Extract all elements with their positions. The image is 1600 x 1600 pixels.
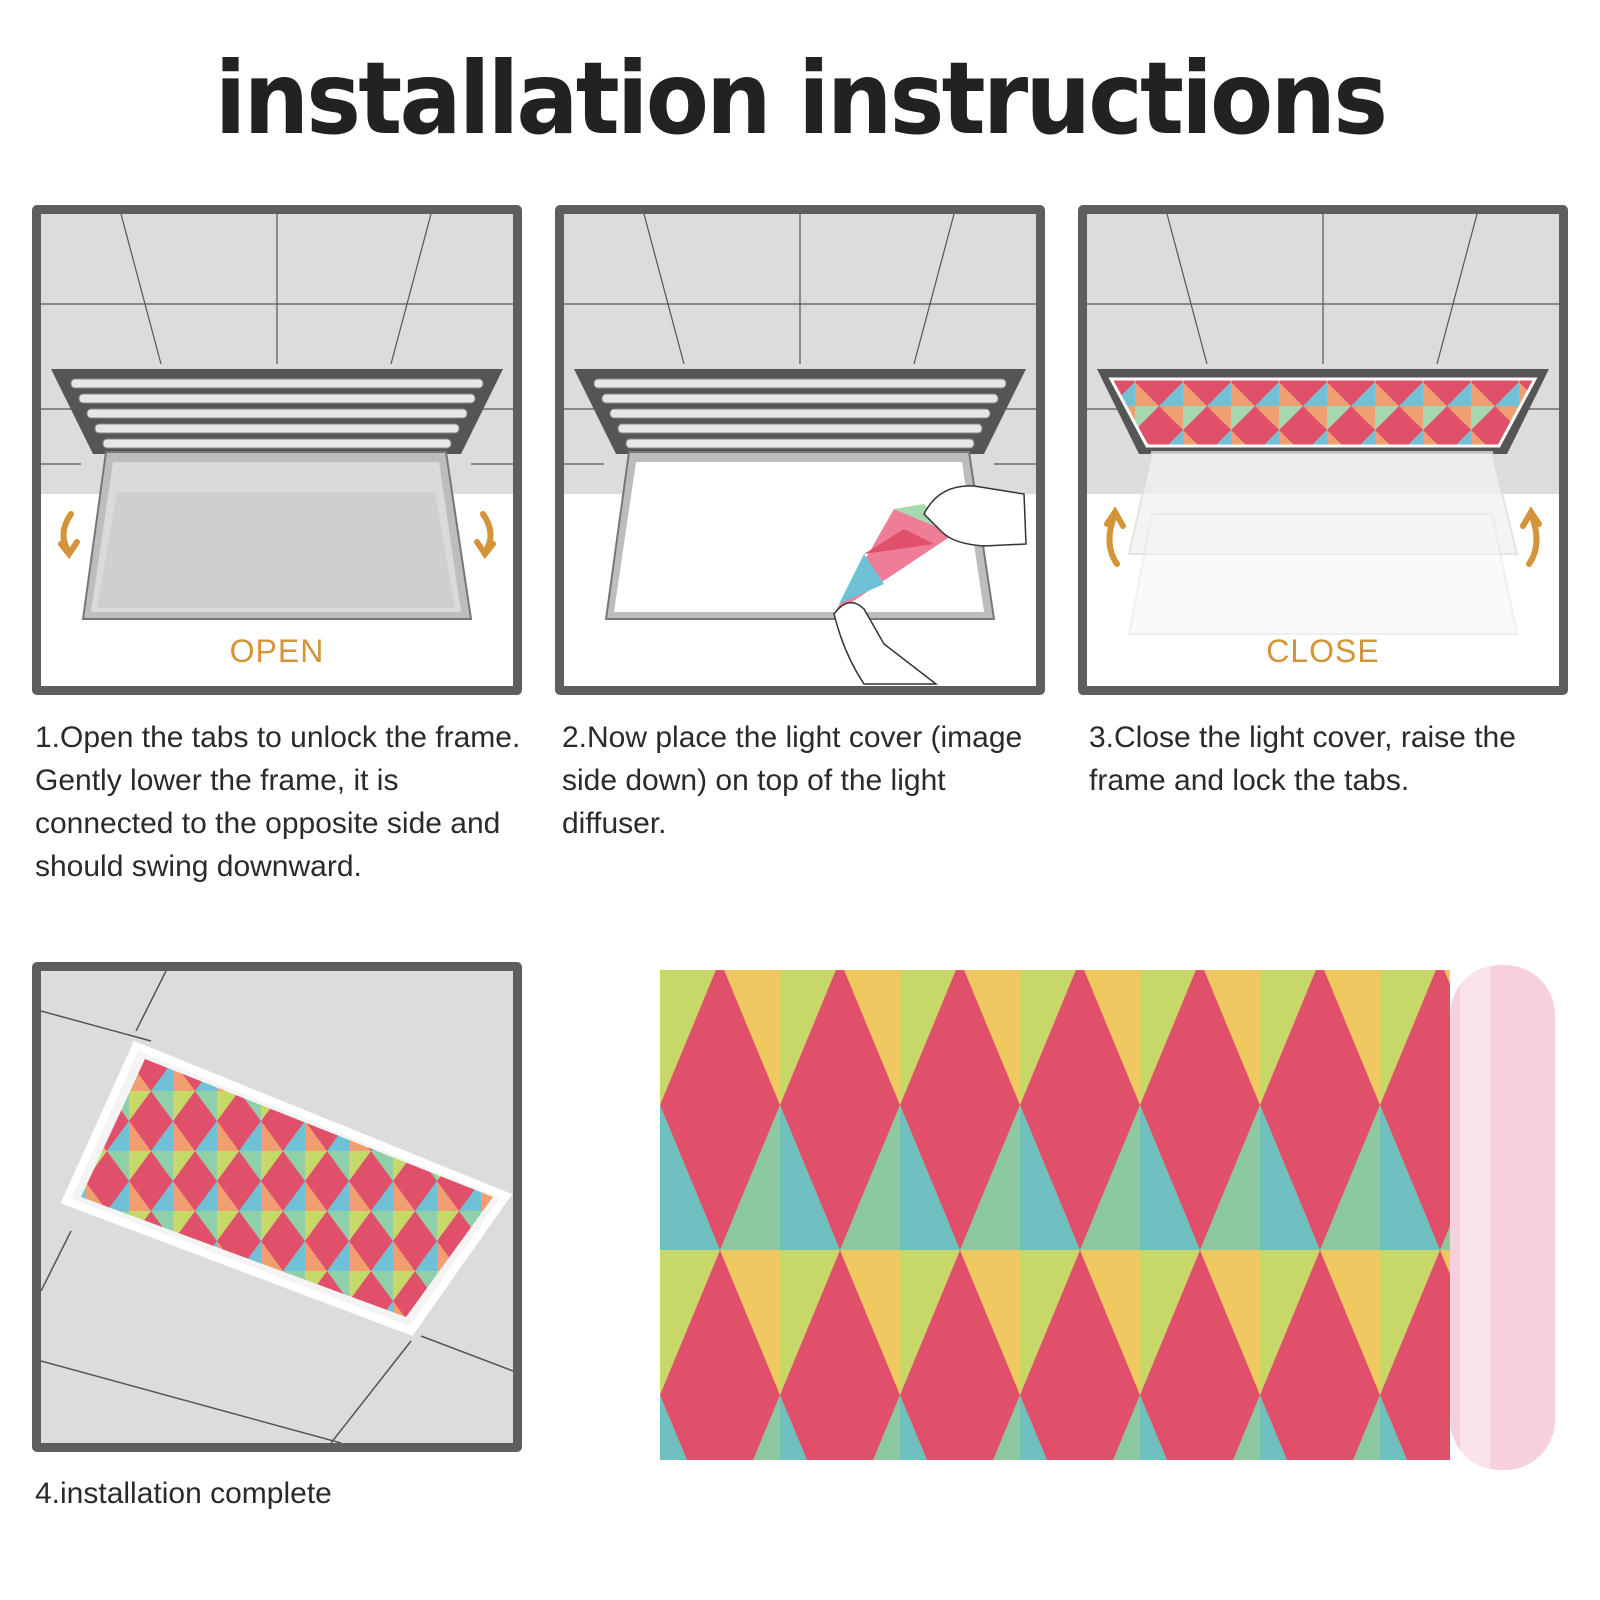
hand-icon xyxy=(833,485,1027,685)
installed-fixture-drawing xyxy=(41,971,513,1443)
close-fixture-drawing: CLOSE xyxy=(1087,214,1559,686)
step-3-illustration: CLOSE xyxy=(1078,205,1568,695)
close-label: CLOSE xyxy=(1266,633,1379,669)
step-1-illustration: OPEN xyxy=(32,205,522,695)
curved-arrow-down-icon xyxy=(474,511,496,560)
step-4-caption: 4.installation complete xyxy=(35,1477,332,1510)
curved-arrow-down-icon xyxy=(58,511,80,560)
harlequin-film-roll xyxy=(660,965,1555,1470)
curved-arrow-up-icon xyxy=(1520,506,1542,567)
open-label: OPEN xyxy=(230,633,325,669)
step-2-illustration xyxy=(555,205,1045,695)
curved-arrow-up-icon xyxy=(1104,506,1126,567)
light-cover-sheet xyxy=(834,504,954,614)
step-1-caption: 1.Open the tabs to unlock the frame. Gen… xyxy=(35,721,521,883)
step-4-illustration xyxy=(32,962,522,1452)
page-title: installation instructions xyxy=(214,40,1388,157)
place-cover-drawing xyxy=(564,214,1036,685)
step-2-caption: 2.Now place the light cover (image side … xyxy=(562,721,1023,840)
step-3-caption: 3.Close the light cover, raise the frame… xyxy=(1089,721,1516,797)
open-fixture-drawing: OPEN xyxy=(41,214,513,669)
product-roll-image xyxy=(660,960,1560,1480)
